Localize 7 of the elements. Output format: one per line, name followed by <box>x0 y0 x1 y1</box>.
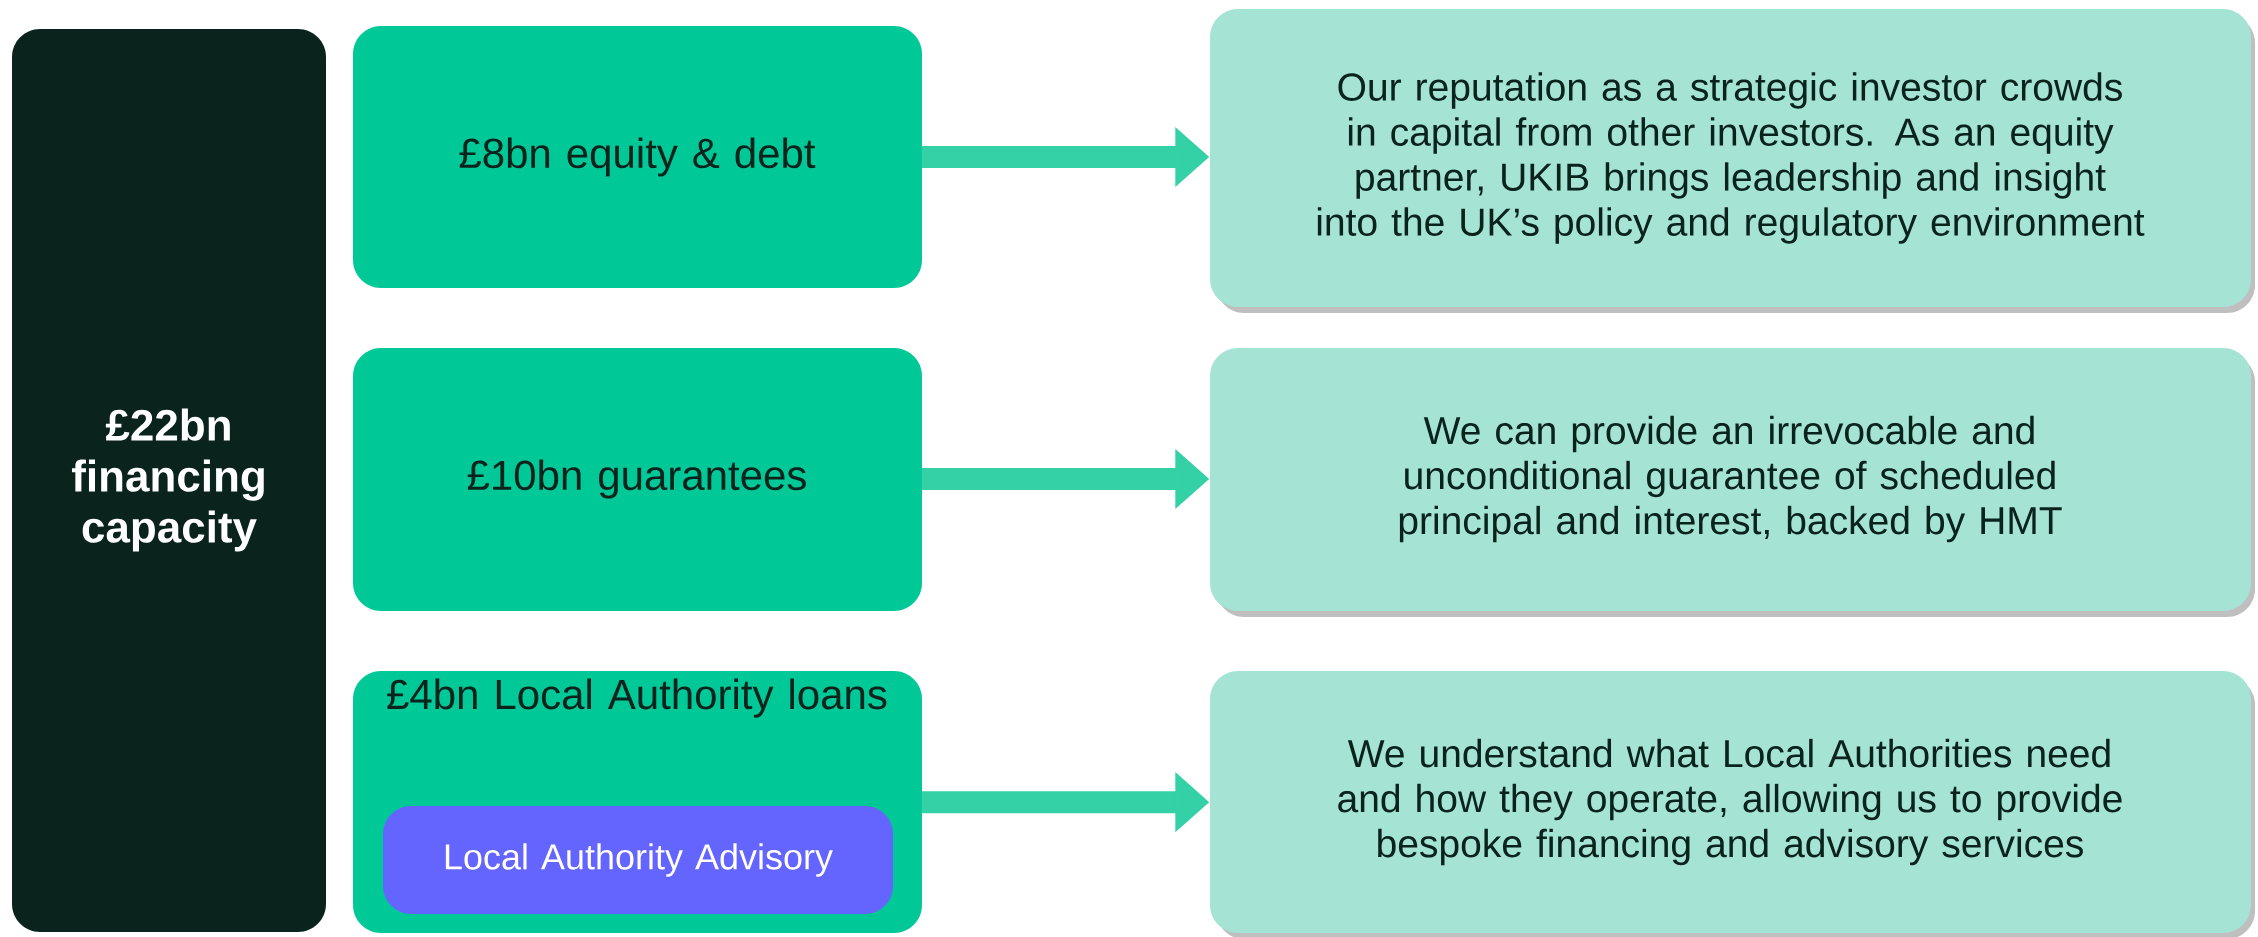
funding-box: £10bn guarantees <box>353 348 922 611</box>
description-box: Our reputation as a strategic investor crowds in capital from other investors. As an equity partner, UKIB brings leadership and insight into the UK’s policy and regulatory environment <box>1210 9 2256 313</box>
capacity-bar: £22bn financing capacity <box>12 29 326 932</box>
advisory-box: Local Authority Advisory <box>383 806 893 914</box>
description-box: We can provide an irrevocable and unconditional guarantee of scheduled principal and interest, backed by HMT <box>1210 348 2256 617</box>
funding-box: £8bn equity & debt <box>353 26 922 288</box>
description-box: We understand what Local Authorities need and how they operate, allowing us to provide bespoke financing and advisory services <box>1210 671 2256 937</box>
